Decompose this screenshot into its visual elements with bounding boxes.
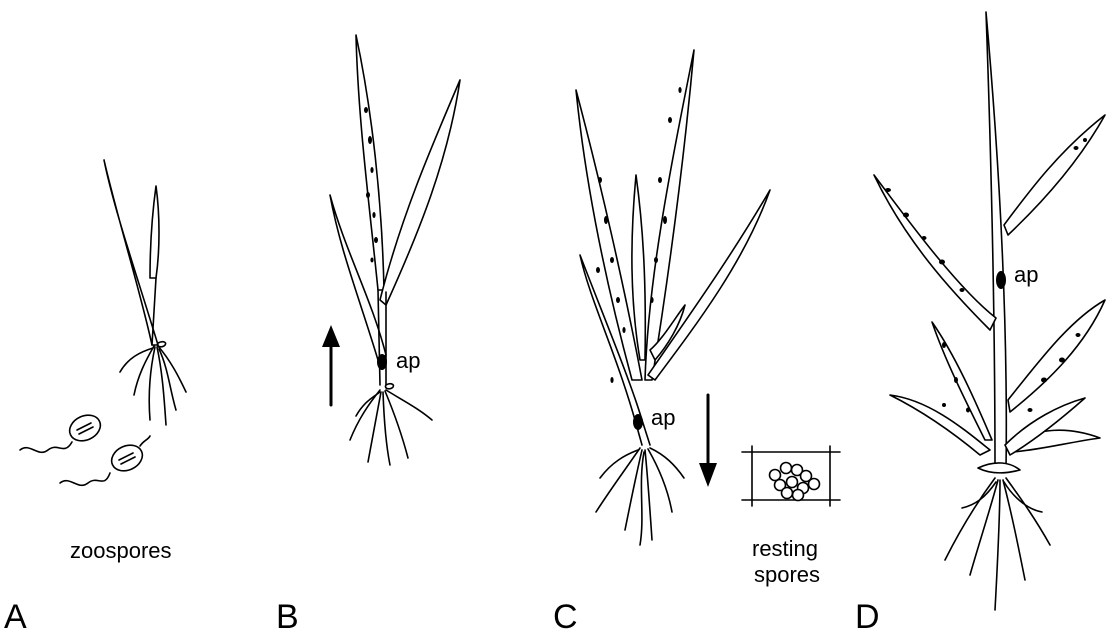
panel-label-b: B bbox=[276, 598, 299, 636]
panel-a-roots bbox=[120, 346, 186, 425]
panel-b-ap-label: ap bbox=[396, 348, 420, 373]
panel-c-down-arrow bbox=[699, 395, 717, 487]
panel-d-appressorium bbox=[996, 271, 1006, 289]
panel-a-leaf-right bbox=[150, 186, 159, 278]
panel-c-ap-label: ap bbox=[651, 405, 675, 430]
panel-b-up-arrow bbox=[322, 325, 340, 405]
panel-b-appressorium bbox=[377, 354, 387, 370]
panel-d-roots bbox=[945, 478, 1050, 610]
panel-d-ap-label: ap bbox=[1014, 262, 1038, 287]
panel-label-d: D bbox=[855, 598, 880, 636]
panel-c-roots bbox=[596, 448, 684, 545]
panel-c-appressorium bbox=[633, 414, 643, 430]
panel-c-plant bbox=[576, 50, 770, 545]
panel-b-seedling bbox=[330, 35, 460, 465]
panel-b-leaf-middle bbox=[356, 35, 384, 290]
resting-spores-cell bbox=[742, 446, 840, 506]
resting-spores-caption-line1: resting bbox=[752, 536, 818, 561]
resting-spores-caption-line2: spores bbox=[754, 562, 820, 587]
panel-a-zoospores bbox=[20, 410, 150, 485]
panel-d-plant bbox=[874, 12, 1105, 610]
zoospores-caption: zoospores bbox=[70, 538, 172, 563]
panel-a-seedling bbox=[104, 160, 186, 425]
panel-label-a: A bbox=[4, 598, 27, 636]
panel-label-c: C bbox=[553, 598, 578, 636]
panel-b-leaf-right bbox=[380, 80, 460, 305]
panel-b-roots bbox=[350, 390, 432, 465]
